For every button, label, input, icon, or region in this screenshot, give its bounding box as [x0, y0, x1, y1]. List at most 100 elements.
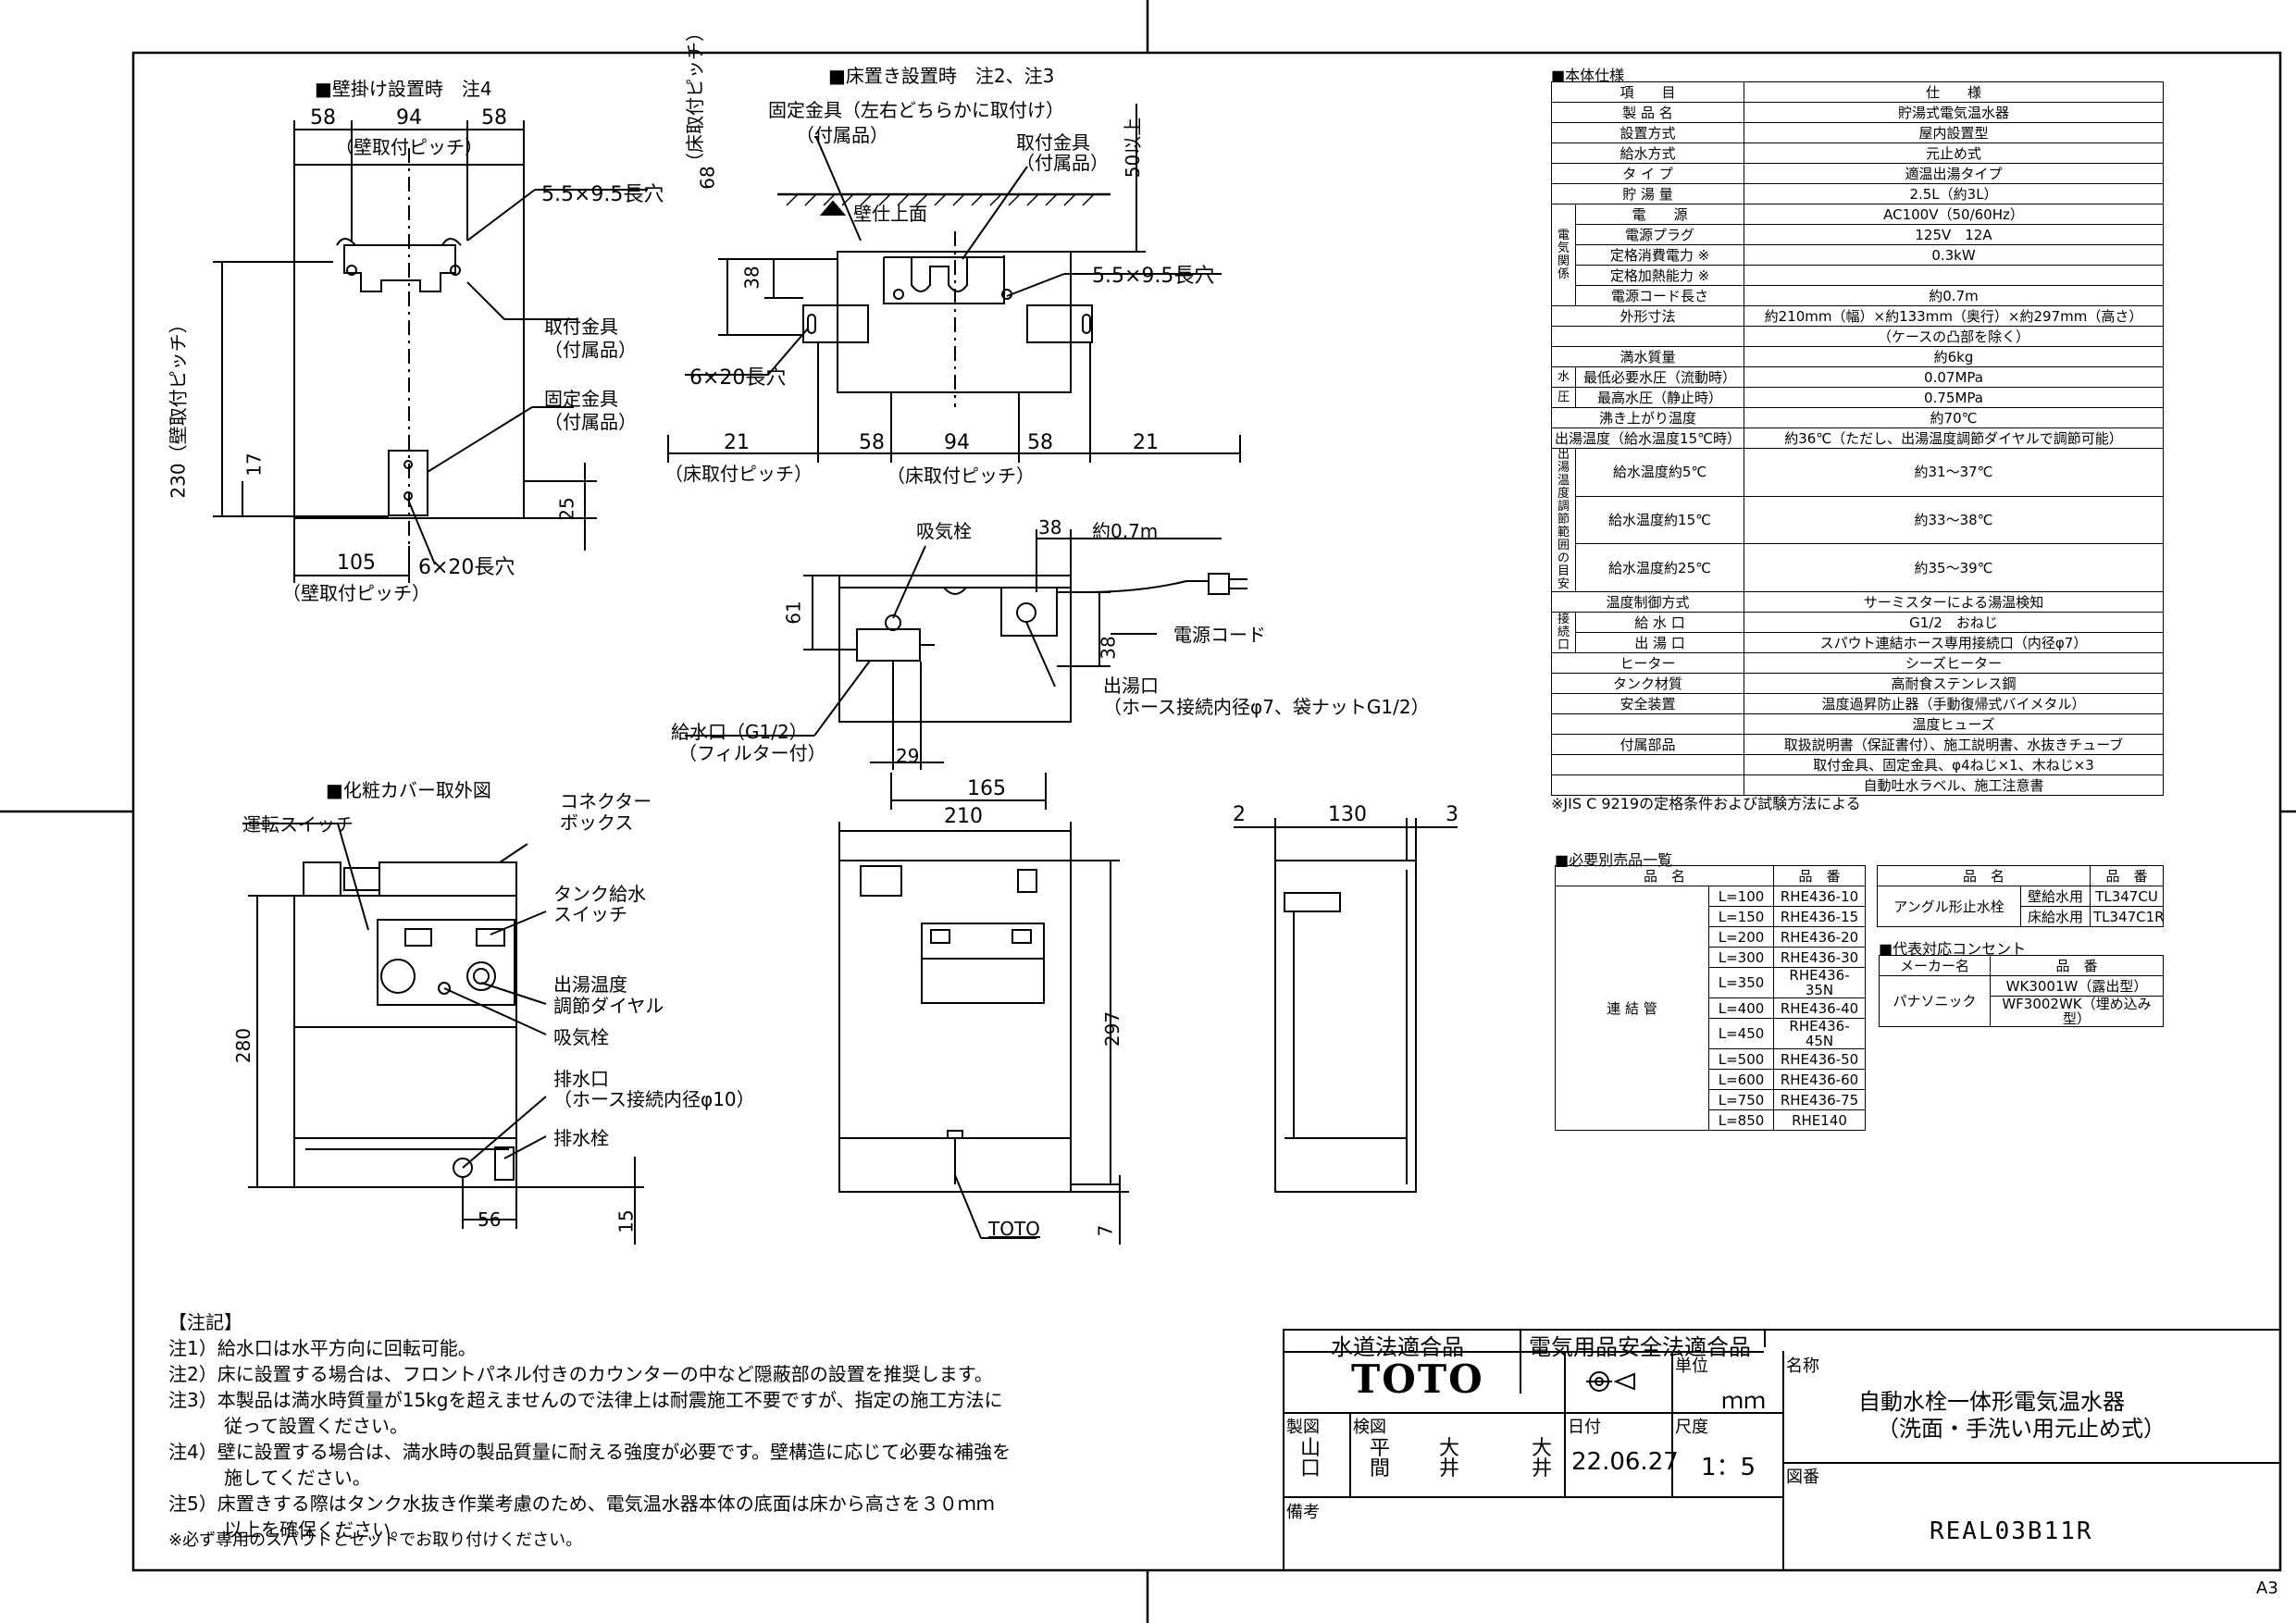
note-line: 以上を確保ください。 [168, 1518, 409, 1541]
spec-value: 2.5L（約3L） [1744, 183, 2164, 204]
floor-mount-view [667, 104, 1241, 463]
note-line: 注5）床置きする際はタンク水抜き作業考慮のため、電気温水器本体の底面は床から高さ… [168, 1493, 995, 1515]
unit-label: 単位 [1675, 1357, 1708, 1376]
spec-value: 屋内設置型 [1744, 122, 2164, 143]
product-name: 自動水栓一体形電気温水器 [1858, 1389, 2125, 1415]
fitting-note: （付属品） [544, 339, 637, 361]
valve-use: 床給水用 [2019, 906, 2091, 927]
spec-row: ヒーターシーズヒーター [1550, 652, 2164, 674]
options-code: RHE436-10 [1773, 886, 1866, 907]
note-line: 施してください。 [168, 1467, 371, 1489]
note-line: 従って設置ください。 [168, 1415, 408, 1437]
outlet-maker: パナソニック [1879, 975, 1991, 1027]
tank-switch-label: タンク給水 [553, 883, 646, 905]
fixing-note: （付属品） [544, 411, 637, 433]
spec-value: 0.3kW [1744, 244, 2164, 266]
temp-dial-label: 出湯温度 [553, 973, 627, 996]
spec-group: 水 [1551, 366, 1576, 388]
spec-group: 圧 [1551, 387, 1576, 408]
outlet-title: ■代表対応コンセント [1879, 940, 2027, 958]
checker-3: 大井 [1532, 1437, 1553, 1481]
unit-value: ｍｍ [1721, 1388, 1766, 1414]
dwg-no: REAL03B11R [1930, 1518, 2093, 1545]
spec-row: タンク材質高耐食ステンレス鋼 [1550, 673, 2164, 694]
fixing-label: 固定金具 [544, 388, 618, 410]
spec-row: タ イ プ適温出湯タイプ [1550, 163, 2164, 184]
projection-symbol-icon [1586, 1371, 1635, 1392]
dim-label: 130 [1328, 803, 1367, 826]
note-line: 注1）給水口は水平方向に回転可能。 [168, 1337, 477, 1359]
valve-row: 床給水用 TL347C1R [1878, 906, 2164, 927]
cord-length-label: 約0.7m [1092, 520, 1159, 542]
dim-label: 94 [396, 106, 422, 130]
options-length: L=450 [1707, 1018, 1775, 1049]
spec-value: 約33～38℃ [1744, 495, 2164, 545]
valve-table: 品 名 品 番 アングル形止水栓 壁給水用 TL347CU 床給水用 TL347… [1876, 865, 2164, 927]
inlet-note: （フィルター付） [678, 742, 826, 764]
spec-value: AC100V（50/60Hz） [1744, 204, 2164, 225]
outlet-table: メーカー名 品 番 パナソニック WK3001W（露出型） WF3002WK（埋… [1879, 955, 2164, 1027]
spec-value [1744, 265, 2164, 286]
wall-view-title: ■壁掛け設置時 注4 [315, 78, 492, 100]
spout-note: ※必ず専用のスパウトとセットでお取り付けください。 [168, 1530, 583, 1550]
scale-label: 尺度 [1675, 1418, 1708, 1437]
dim-label: 56 [478, 1208, 502, 1231]
notes-title: 【注記】 [168, 1311, 242, 1333]
dim-label: 58 [1027, 431, 1053, 454]
spec-item: 定格消費電力 ※ [1574, 244, 1745, 266]
spec-value: 貯湯式電気温水器 [1744, 102, 2164, 123]
floor-view-title: ■床置き設置時 注2、注3 [828, 65, 1055, 87]
fitting-note: （付属品） [1016, 152, 1109, 174]
spec-item [1550, 774, 1745, 796]
dim-label: 2 [1233, 803, 1246, 826]
dim-note: （壁取付ピッチ） [335, 136, 483, 158]
sheet-size: A3 [2256, 1579, 2278, 1598]
spec-item [1550, 326, 1745, 347]
spec-row: 圧最高水圧（静止時）0.75MPa [1551, 387, 2164, 408]
valve-name: アングル形止水栓 [1877, 886, 2021, 927]
spec-item: 最低必要水圧（流動時） [1574, 366, 1745, 388]
note-line: 注3）本製品は満水時質量が15kgを超えませんので法律上は耐震施工不要ですが、指… [168, 1389, 1003, 1411]
spec-row: 満水質量約6kg [1550, 346, 2164, 367]
spec-value: 0.75MPa [1744, 387, 2164, 408]
spec-item: 電源プラグ [1574, 224, 1745, 245]
spec-header-row: 項 目 仕 様 [1550, 81, 2164, 103]
options-length: L=200 [1707, 926, 1775, 948]
wall-mount-view [213, 120, 648, 583]
fixing-note: （付属品） [796, 124, 888, 146]
spec-item: 付属部品 [1550, 734, 1745, 755]
spec-value: （ケースの凸部を除く） [1744, 326, 2164, 347]
spec-item: 満水質量 [1550, 346, 1745, 367]
vent-label: 吸気栓 [916, 520, 972, 542]
spec-item: 製 品 名 [1550, 102, 1745, 123]
spec-value: 約0.7m [1744, 285, 2164, 306]
spec-value: 温度ヒューズ [1744, 713, 2164, 735]
spec-value: 取扱説明書（保証書付）、施工説明書、水抜きチューブ [1744, 734, 2164, 755]
fixing-label: 固定金具（左右どちらかに取付け） [768, 99, 1064, 121]
dim-label: 165 [967, 777, 1006, 800]
valve-row: アングル形止水栓 壁給水用 TL347CU [1877, 886, 2164, 927]
dwg-no-label: 図番 [1786, 1468, 1819, 1487]
fitting-label: 取付金具 [544, 316, 618, 338]
options-length: L=600 [1707, 1069, 1775, 1090]
spec-row: 温度制御方式サーミスターによる湯温検知 [1550, 591, 2164, 613]
drain-plug-label: 排水栓 [553, 1127, 609, 1149]
spec-value: 取付金具、固定金具、φ4ねじ×1、木ねじ×3 [1744, 754, 2164, 775]
fitting-label: 取付金具 [1016, 131, 1090, 154]
drain-note: （ホース接続内径φ10） [553, 1088, 755, 1110]
tank-switch-label-2: スイッチ [553, 903, 627, 925]
dim-label: 230（壁取付ピッチ） [167, 315, 190, 499]
options-length: L=150 [1707, 906, 1775, 927]
spec-value: 約35～39℃ [1744, 543, 2164, 592]
hole-label: 5.5×9.5長穴 [1092, 265, 1215, 288]
spec-row: 温度ヒューズ [1550, 713, 2164, 735]
front-view [838, 822, 1129, 1245]
